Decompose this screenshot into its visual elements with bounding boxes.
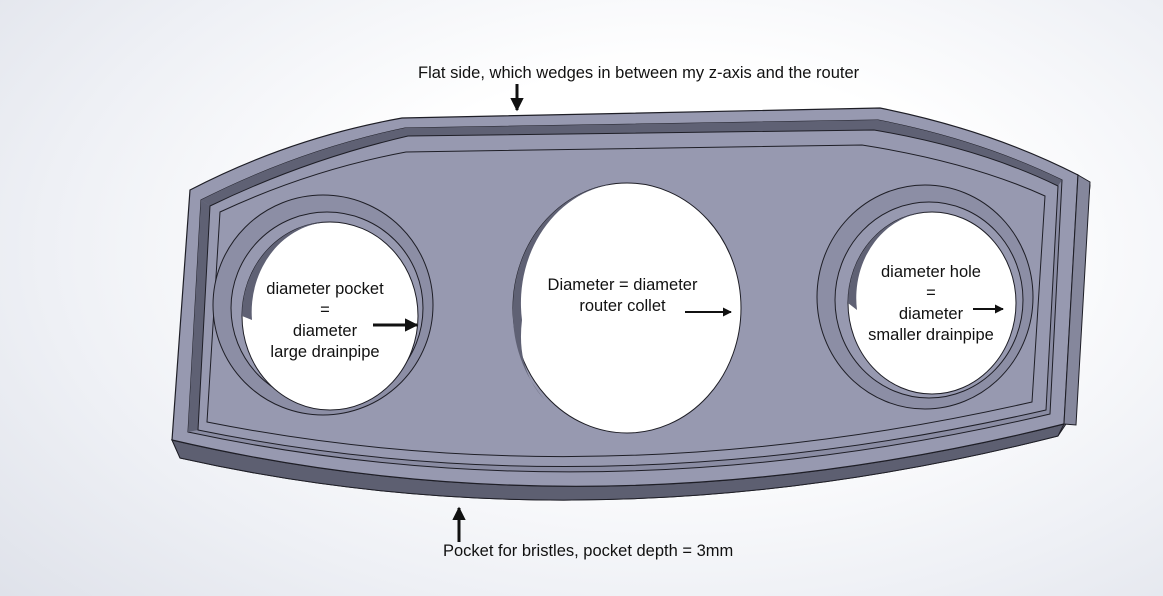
annotation-right-line3: diameter	[898, 305, 964, 323]
bristle-pocket-wall-left	[188, 200, 210, 432]
plate-right-side	[1063, 174, 1091, 426]
annotation-center-hole: Diameter = diameter router collet	[540, 275, 705, 317]
annotation-flat-side: Flat side, which wedges in between my z-…	[418, 64, 860, 82]
annotation-right-line1: diameter hole	[881, 263, 981, 281]
annotation-right-line2: =	[926, 284, 936, 302]
annotation-left-line1: diameter pocket	[266, 280, 384, 298]
annotation-left-line3: diameter	[292, 322, 358, 340]
annotation-bristle-pocket: Pocket for bristles, pocket depth = 3mm	[443, 542, 734, 560]
annotation-center-line2: router collet	[579, 297, 666, 315]
left-hole-wall	[242, 222, 330, 320]
annotation-left-pocket: diameter pocket = diameter large drainpi…	[249, 279, 401, 363]
annotation-left-line2: =	[320, 301, 330, 319]
annotation-left-line4: large drainpipe	[270, 343, 380, 361]
annotation-right-hole: diameter hole = diameter smaller drainpi…	[864, 262, 998, 346]
annotation-center-line1: Diameter = diameter	[547, 276, 698, 294]
annotation-right-line4: smaller drainpipe	[868, 326, 994, 344]
